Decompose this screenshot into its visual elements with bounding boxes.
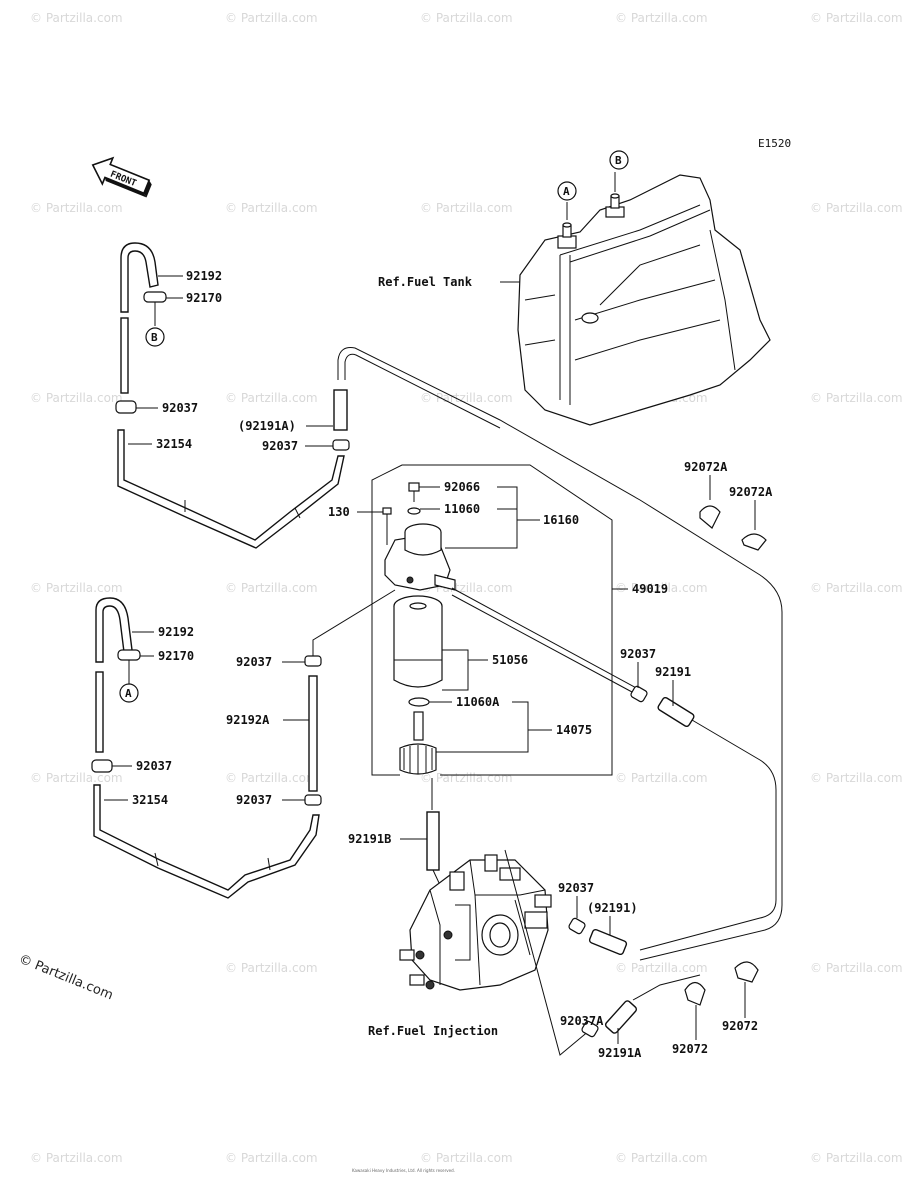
watermark: © Partzilla.com bbox=[225, 11, 318, 25]
callout-a-left: A bbox=[119, 683, 139, 703]
svg-text:B: B bbox=[615, 154, 622, 167]
label-32154-bottom: 32154 bbox=[132, 793, 168, 807]
watermark: © Partzilla.com bbox=[420, 1151, 513, 1165]
label-92037-bottom: 92037 bbox=[136, 759, 172, 773]
watermark: © Partzilla.com bbox=[30, 391, 123, 405]
watermark: © Partzilla.com bbox=[615, 961, 708, 975]
label-92037-left1: 92037 bbox=[236, 655, 272, 669]
label-92192-top: 92192 bbox=[186, 269, 222, 283]
label-92037-top: 92037 bbox=[162, 401, 198, 415]
label-92191: 92191 bbox=[655, 665, 691, 679]
label-92037-injection: 92037 bbox=[558, 881, 594, 895]
watermark: © Partzilla.com bbox=[225, 581, 318, 595]
fuel-tank bbox=[517, 172, 771, 426]
svg-text:B: B bbox=[151, 331, 158, 344]
watermark: © Partzilla.com bbox=[615, 581, 708, 595]
copyright-mark: © Partzilla.com bbox=[17, 952, 116, 1003]
label-14075: 14075 bbox=[556, 723, 592, 737]
watermark: © Partzilla.com bbox=[420, 201, 513, 215]
label-92192-bottom: 92192 bbox=[158, 625, 194, 639]
label-92037-mid: 92037 bbox=[262, 439, 298, 453]
label-49019: 49019 bbox=[632, 582, 668, 596]
watermark: © Partzilla.com bbox=[30, 771, 123, 785]
watermark: © Partzilla.com bbox=[615, 11, 708, 25]
watermark: © Partzilla.com bbox=[810, 961, 903, 975]
clamp-92072-2 bbox=[734, 961, 759, 983]
label-92191-paren: (92191) bbox=[587, 901, 638, 915]
label-92066: 92066 bbox=[444, 480, 480, 494]
watermark: © Partzilla.com bbox=[225, 771, 318, 785]
label-92191a: 92191A bbox=[598, 1046, 642, 1060]
watermark: © Partzilla.com bbox=[225, 1151, 318, 1165]
watermark: © Partzilla.com bbox=[615, 1151, 708, 1165]
label-92191a-paren: (92191A) bbox=[238, 419, 296, 433]
label-32154-top: 32154 bbox=[156, 437, 192, 451]
watermark: © Partzilla.com bbox=[30, 1151, 123, 1165]
watermark: © Partzilla.com bbox=[810, 391, 903, 405]
watermark: © Partzilla.com bbox=[420, 391, 513, 405]
callout-b-tank: B bbox=[609, 150, 629, 170]
label-51056: 51056 bbox=[492, 653, 528, 667]
label-92170-bottom: 92170 bbox=[158, 649, 194, 663]
label-92072-1: 92072 bbox=[672, 1042, 708, 1056]
watermark: © Partzilla.com bbox=[810, 581, 903, 595]
watermark: © Partzilla.com bbox=[615, 771, 708, 785]
clamp-92072-1 bbox=[684, 981, 706, 1006]
label-92037-right: 92037 bbox=[620, 647, 656, 661]
fuel-filter-assembly bbox=[371, 464, 613, 776]
supply-hose-bottom bbox=[91, 597, 320, 899]
watermark: © Partzilla.com bbox=[30, 201, 123, 215]
label-11060: 11060 bbox=[444, 502, 480, 516]
label-92037a: 92037A bbox=[560, 1014, 604, 1028]
callout-a-tank: A bbox=[557, 181, 577, 201]
svg-text:A: A bbox=[563, 185, 570, 198]
label-92170-top: 92170 bbox=[186, 291, 222, 305]
svg-text:© Partzilla.com: © Partzilla.com bbox=[17, 952, 116, 1003]
label-16160: 16160 bbox=[543, 513, 579, 527]
watermark: © Partzilla.com bbox=[810, 11, 903, 25]
watermark: © Partzilla.com bbox=[225, 391, 318, 405]
watermark-layer: © Partzilla.com © Partzilla.com © Partzi… bbox=[30, 11, 903, 1165]
watermark: © Partzilla.com bbox=[810, 771, 903, 785]
watermark: © Partzilla.com bbox=[810, 1151, 903, 1165]
watermark: © Partzilla.com bbox=[225, 961, 318, 975]
front-arrow-icon: FRONT bbox=[91, 156, 152, 198]
label-92037-left2: 92037 bbox=[236, 793, 272, 807]
label-11060a: 11060A bbox=[456, 695, 500, 709]
watermark: © Partzilla.com bbox=[420, 771, 513, 785]
diagram-code: E1520 bbox=[758, 137, 791, 150]
clamp-92072a-2 bbox=[741, 533, 767, 551]
label-ref-fuel-tank: Ref.Fuel Tank bbox=[378, 275, 473, 289]
label-130: 130 bbox=[328, 505, 350, 519]
svg-text:A: A bbox=[125, 687, 132, 700]
callout-b-left: B bbox=[145, 327, 165, 347]
watermark: © Partzilla.com bbox=[30, 581, 123, 595]
return-hose-top bbox=[115, 242, 345, 549]
footer-note: Kawasaki Heavy Industries, Ltd. All righ… bbox=[352, 1168, 455, 1173]
watermark: © Partzilla.com bbox=[225, 201, 318, 215]
fuel-injection-pump bbox=[399, 854, 552, 991]
label-92072a-2: 92072A bbox=[729, 485, 773, 499]
watermark: © Partzilla.com bbox=[30, 11, 123, 25]
clamp-92072a-1 bbox=[699, 505, 721, 529]
hose-92192a bbox=[304, 589, 396, 806]
label-92191b: 92191B bbox=[348, 832, 391, 846]
watermark: © Partzilla.com bbox=[420, 11, 513, 25]
label-92072-2: 92072 bbox=[722, 1019, 758, 1033]
label-ref-fuel-injection: Ref.Fuel Injection bbox=[368, 1024, 498, 1038]
label-92192a: 92192A bbox=[226, 713, 270, 727]
watermark: © Partzilla.com bbox=[810, 201, 903, 215]
label-92072a-1: 92072A bbox=[684, 460, 728, 474]
